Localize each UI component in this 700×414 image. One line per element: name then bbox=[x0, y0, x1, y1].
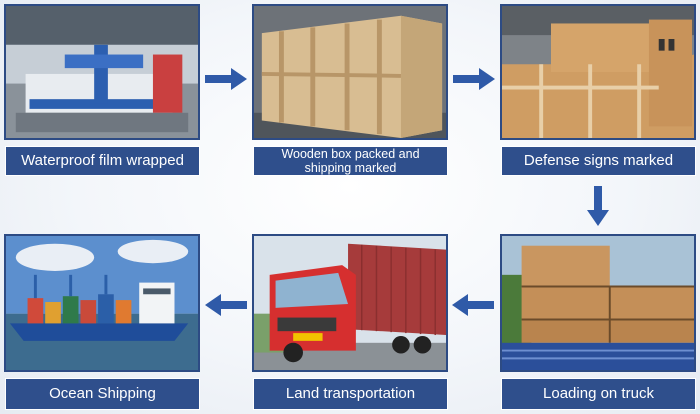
arrow-left-icon bbox=[205, 294, 247, 316]
step-land-label: Land transportation bbox=[253, 378, 448, 410]
arrow-right-icon bbox=[205, 68, 247, 90]
arrow-left-icon bbox=[452, 294, 494, 316]
step-box-photo bbox=[252, 4, 448, 140]
step-film-label: Waterproof film wrapped bbox=[5, 146, 200, 176]
step-land-photo bbox=[252, 234, 448, 372]
step-signs-photo bbox=[500, 4, 696, 140]
step-film-photo bbox=[4, 4, 200, 140]
arrow-right-icon bbox=[453, 68, 495, 90]
arrow-down-icon bbox=[587, 186, 609, 226]
step-ocean-photo bbox=[4, 234, 200, 372]
step-ocean-label: Ocean Shipping bbox=[5, 378, 200, 410]
step-box-label: Wooden box packed and shipping marked bbox=[253, 146, 448, 176]
step-truck-load-photo bbox=[500, 234, 696, 372]
step-signs-label: Defense signs marked bbox=[501, 146, 696, 176]
step-truck-load-label: Loading on truck bbox=[501, 378, 696, 410]
